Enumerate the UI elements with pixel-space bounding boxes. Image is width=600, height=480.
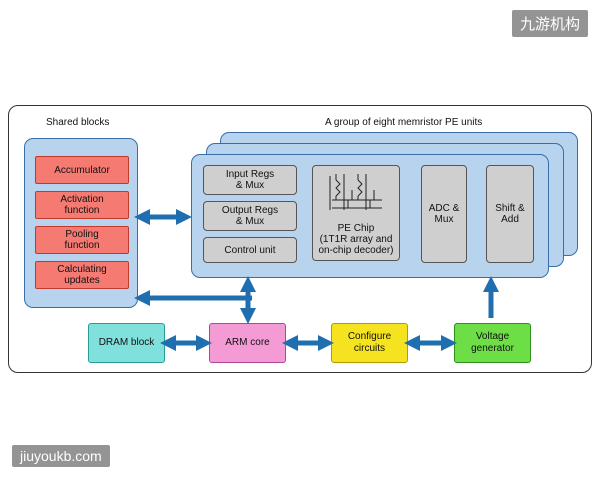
input-regs-box: Input Regs& Mux: [203, 165, 297, 195]
arm-core-box: ARM core: [209, 323, 286, 363]
accumulator-box: Accumulator: [35, 156, 129, 184]
shared-blocks-title: Shared blocks: [46, 117, 110, 128]
pe-group-title: A group of eight memristor PE units: [325, 117, 483, 128]
watermark-bottom: jiuyoukb.com: [12, 445, 110, 467]
output-regs-box: Output Regs& Mux: [203, 201, 297, 231]
watermark-top: 九游机构: [511, 10, 588, 37]
transistor-array-icon: [329, 174, 382, 210]
dram-block-box: DRAM block: [88, 323, 165, 363]
adc-mux-box: ADC &Mux: [421, 165, 467, 263]
shift-add-box: Shift &Add: [486, 165, 534, 263]
control-unit-box: Control unit: [203, 237, 297, 263]
